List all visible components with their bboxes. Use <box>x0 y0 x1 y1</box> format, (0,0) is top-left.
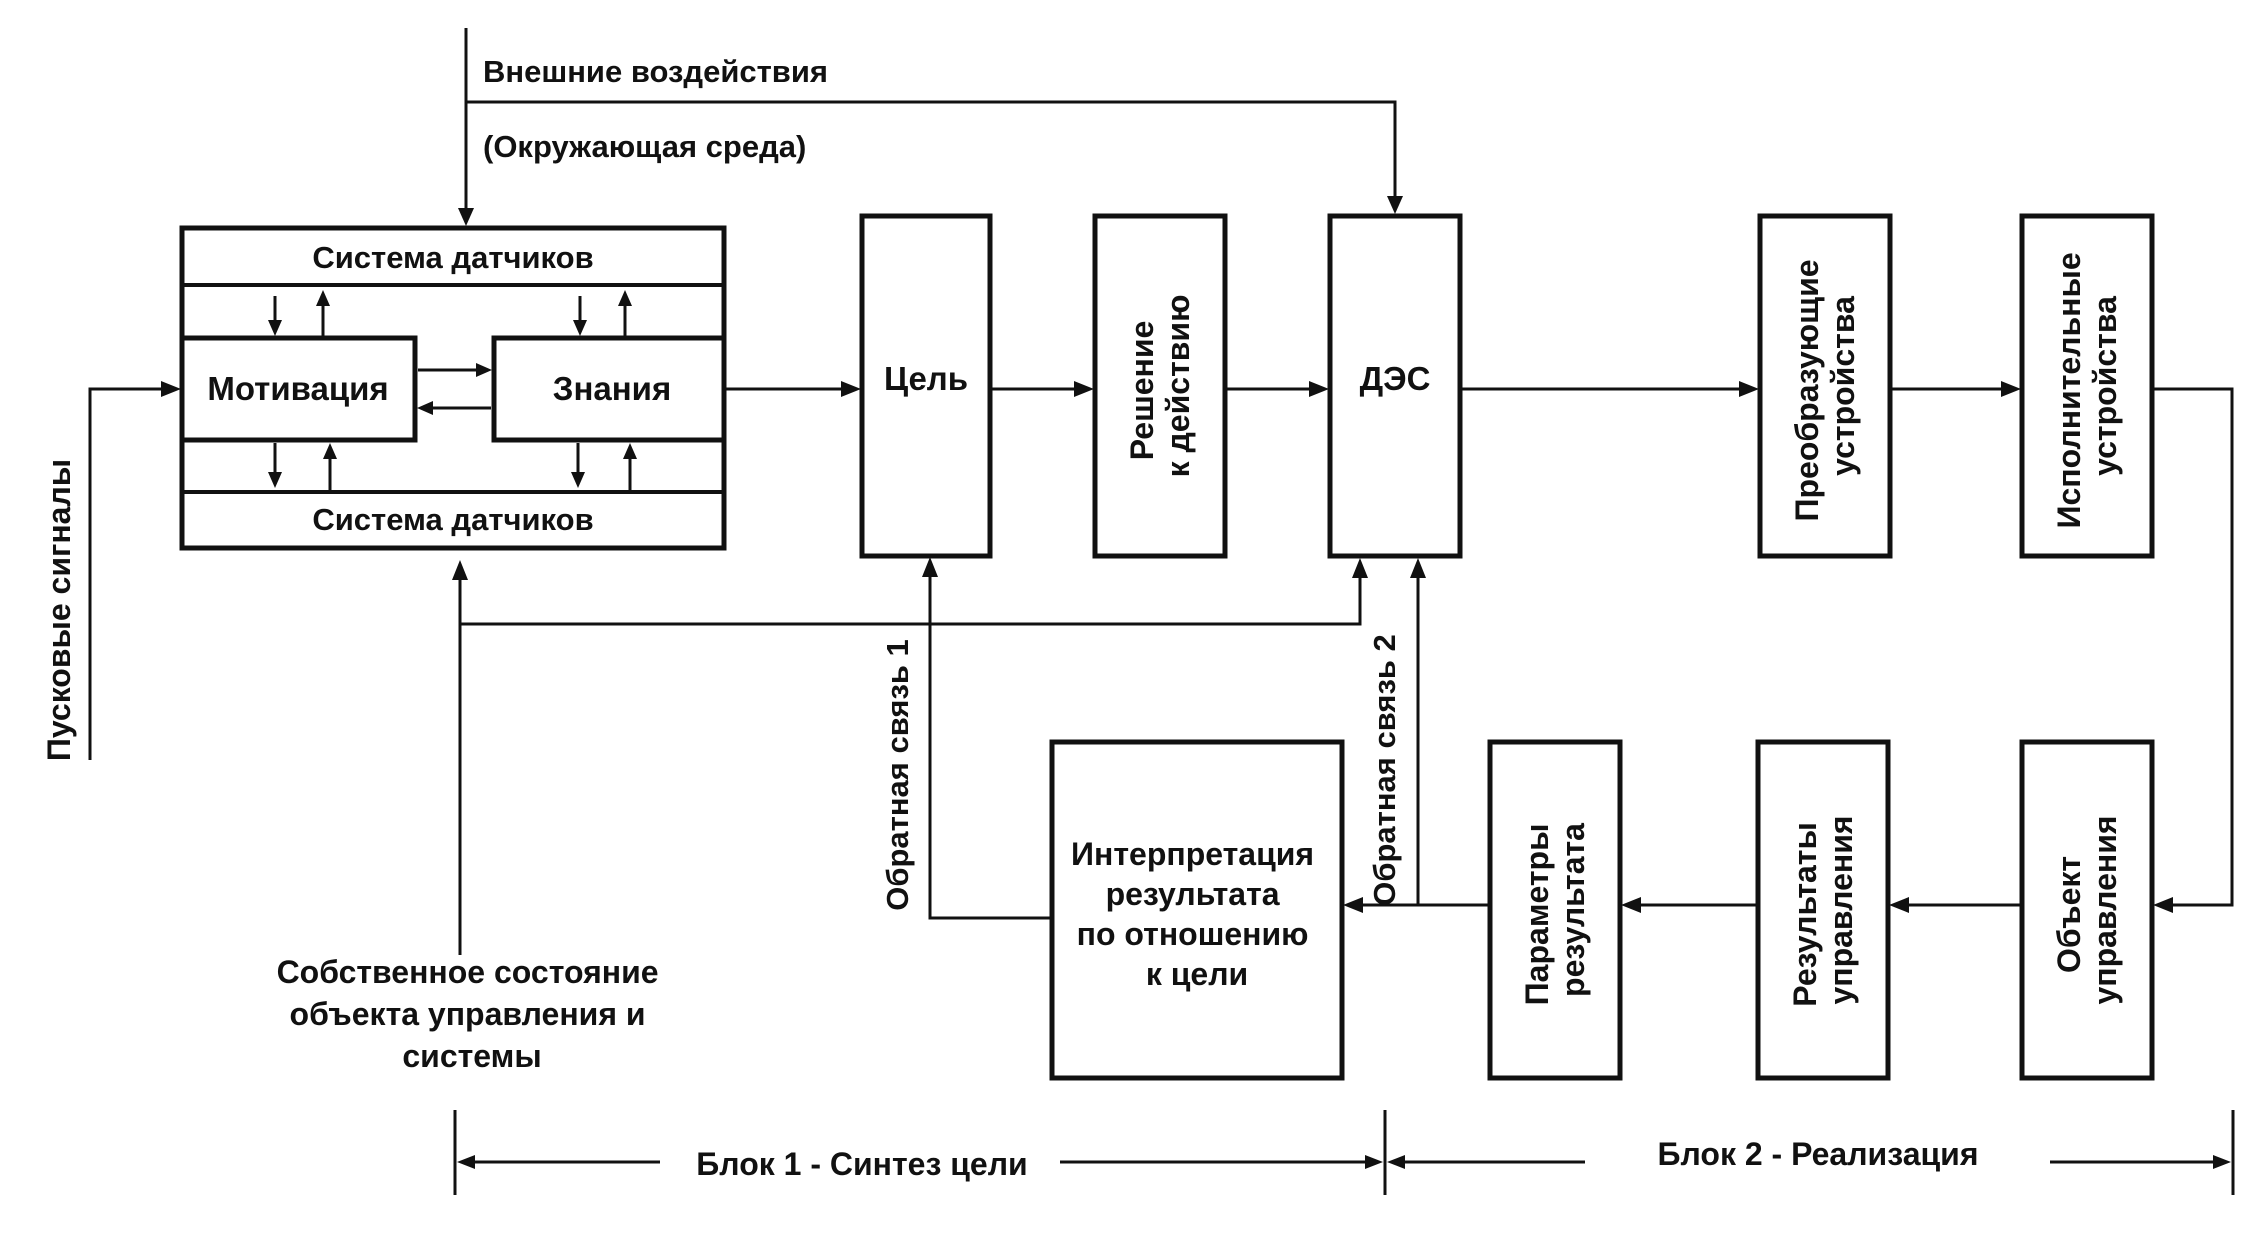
des-label: ДЭС <box>1360 360 1431 397</box>
converters-line-2: устройства <box>1825 296 1861 476</box>
decision-line-2: к действию <box>1160 295 1196 478</box>
start-signal-arrow <box>161 381 181 397</box>
control-object-box <box>2019 739 2155 1081</box>
control-results-line-2: управления <box>1823 815 1859 1004</box>
sensors-top-label: Система датчиков <box>312 240 593 275</box>
own-state-to-des-line <box>460 578 1362 626</box>
feedback2-arrow <box>1410 558 1426 578</box>
sensor-to-knowledge-arrow <box>573 320 587 336</box>
result-params-line-1: Параметры <box>1519 824 1555 1006</box>
converters-to-actuators-arrow <box>2001 381 2021 397</box>
sensor-to-motivation-arrow <box>268 320 282 336</box>
goal-box <box>859 213 993 559</box>
converters-label: Преобразующие устройства <box>1789 251 1861 522</box>
motivation-to-sensor-arrow <box>316 290 330 306</box>
interpretation-box <box>1049 739 1345 1081</box>
control-object-label: Объект управления <box>2051 815 2123 1004</box>
result-params-line-2: результата <box>1555 823 1591 997</box>
control-results-label: Результаты управления <box>1787 813 1859 1006</box>
decision-to-des-arrow <box>1309 381 1329 397</box>
interpretation-label: Интерпретация результата по отношению к … <box>1071 836 1323 992</box>
external-influences-label: Внешние воздействия <box>483 54 828 89</box>
block2-label: Блок 2 - Реализация <box>1657 1136 1978 1172</box>
des-to-converters-arrow <box>1739 381 1759 397</box>
own-state-line-3: системы <box>402 1038 541 1074</box>
actuators-to-object-line <box>2152 387 2234 907</box>
feedback2-label: Обратная связь 2 <box>1367 634 1402 906</box>
own-state-label: Собственное состояние объекта управления… <box>277 954 668 1074</box>
decision-label: Решение к действию <box>1124 295 1196 478</box>
start-signal-line <box>88 387 172 760</box>
own-state-to-sensors-arrow <box>452 560 468 580</box>
block1-label: Блок 1 - Синтез цели <box>696 1146 1027 1182</box>
knowledge-box <box>491 335 727 443</box>
goal-label: Цель <box>884 360 968 397</box>
bottom-sensor-to-knowledge-arrow <box>623 443 637 459</box>
control-results-line-1: Результаты <box>1787 822 1823 1006</box>
block1-span-arrow-left <box>457 1155 475 1169</box>
block2-span-arrow-right <box>2213 1155 2231 1169</box>
des-box <box>1327 213 1463 559</box>
motivation-box <box>179 335 418 443</box>
decision-box <box>1092 213 1228 559</box>
knowledge-label: Знания <box>553 370 671 407</box>
block-to-goal-arrow <box>841 381 861 397</box>
converters-box <box>1757 213 1893 559</box>
motivation-to-bottom-sensor-arrow <box>268 472 282 488</box>
feedback1-line <box>928 575 1052 920</box>
actuators-line-2: устройства <box>2087 296 2123 476</box>
bottom-sensor-to-motivation-arrow <box>323 443 337 459</box>
sensors-bottom-label: Система датчиков <box>312 502 593 537</box>
knowledge-to-motivation-arrow <box>417 401 433 415</box>
external-to-des-line <box>466 100 1397 206</box>
own-state-line-1: Собственное состояние <box>277 954 659 990</box>
decision-line-1: Решение <box>1124 321 1160 461</box>
params-to-interpretation-arrow <box>1343 897 1363 913</box>
own-state-to-des-arrow <box>1352 558 1368 578</box>
motivation-to-knowledge-arrow <box>476 363 492 377</box>
knowledge-to-bottom-sensor-arrow <box>571 472 585 488</box>
motivation-label: Мотивация <box>207 370 388 407</box>
result-params-box <box>1487 739 1623 1081</box>
block2-span-arrow-left <box>1387 1155 1405 1169</box>
start-signals-label: Пусковые сигналы <box>41 459 77 761</box>
actuators-line-1: Исполнительные <box>2051 252 2087 528</box>
interpretation-line-4: к цели <box>1146 956 1248 992</box>
external-to-sensors-arrow <box>458 208 474 226</box>
interpretation-line-2: результата <box>1106 876 1280 912</box>
environment-label: (Окружающая среда) <box>483 129 806 164</box>
feedback1-arrow <box>922 557 938 577</box>
object-to-results-arrow <box>1889 897 1909 913</box>
block1-span-arrow-right <box>1365 1155 1383 1169</box>
control-object-line-1: Объект <box>2051 856 2087 973</box>
result-params-label: Параметры результата <box>1519 815 1591 1006</box>
results-to-params-arrow <box>1621 897 1641 913</box>
feedback1-label: Обратная связь 1 <box>880 639 915 911</box>
actuators-box <box>2019 213 2155 559</box>
interpretation-line-3: по отношению <box>1077 916 1309 952</box>
own-state-line-2: объекта управления и <box>290 996 646 1032</box>
knowledge-to-sensor-arrow <box>618 290 632 306</box>
external-to-des-arrow <box>1387 196 1403 214</box>
control-results-box <box>1755 739 1891 1081</box>
actuators-to-object-arrow <box>2153 897 2173 913</box>
interpretation-line-1: Интерпретация <box>1071 836 1314 872</box>
actuators-label: Исполнительные устройства <box>2051 243 2123 528</box>
control-object-line-2: управления <box>2087 815 2123 1004</box>
converters-line-1: Преобразующие <box>1789 259 1825 521</box>
goal-to-decision-arrow <box>1074 381 1094 397</box>
